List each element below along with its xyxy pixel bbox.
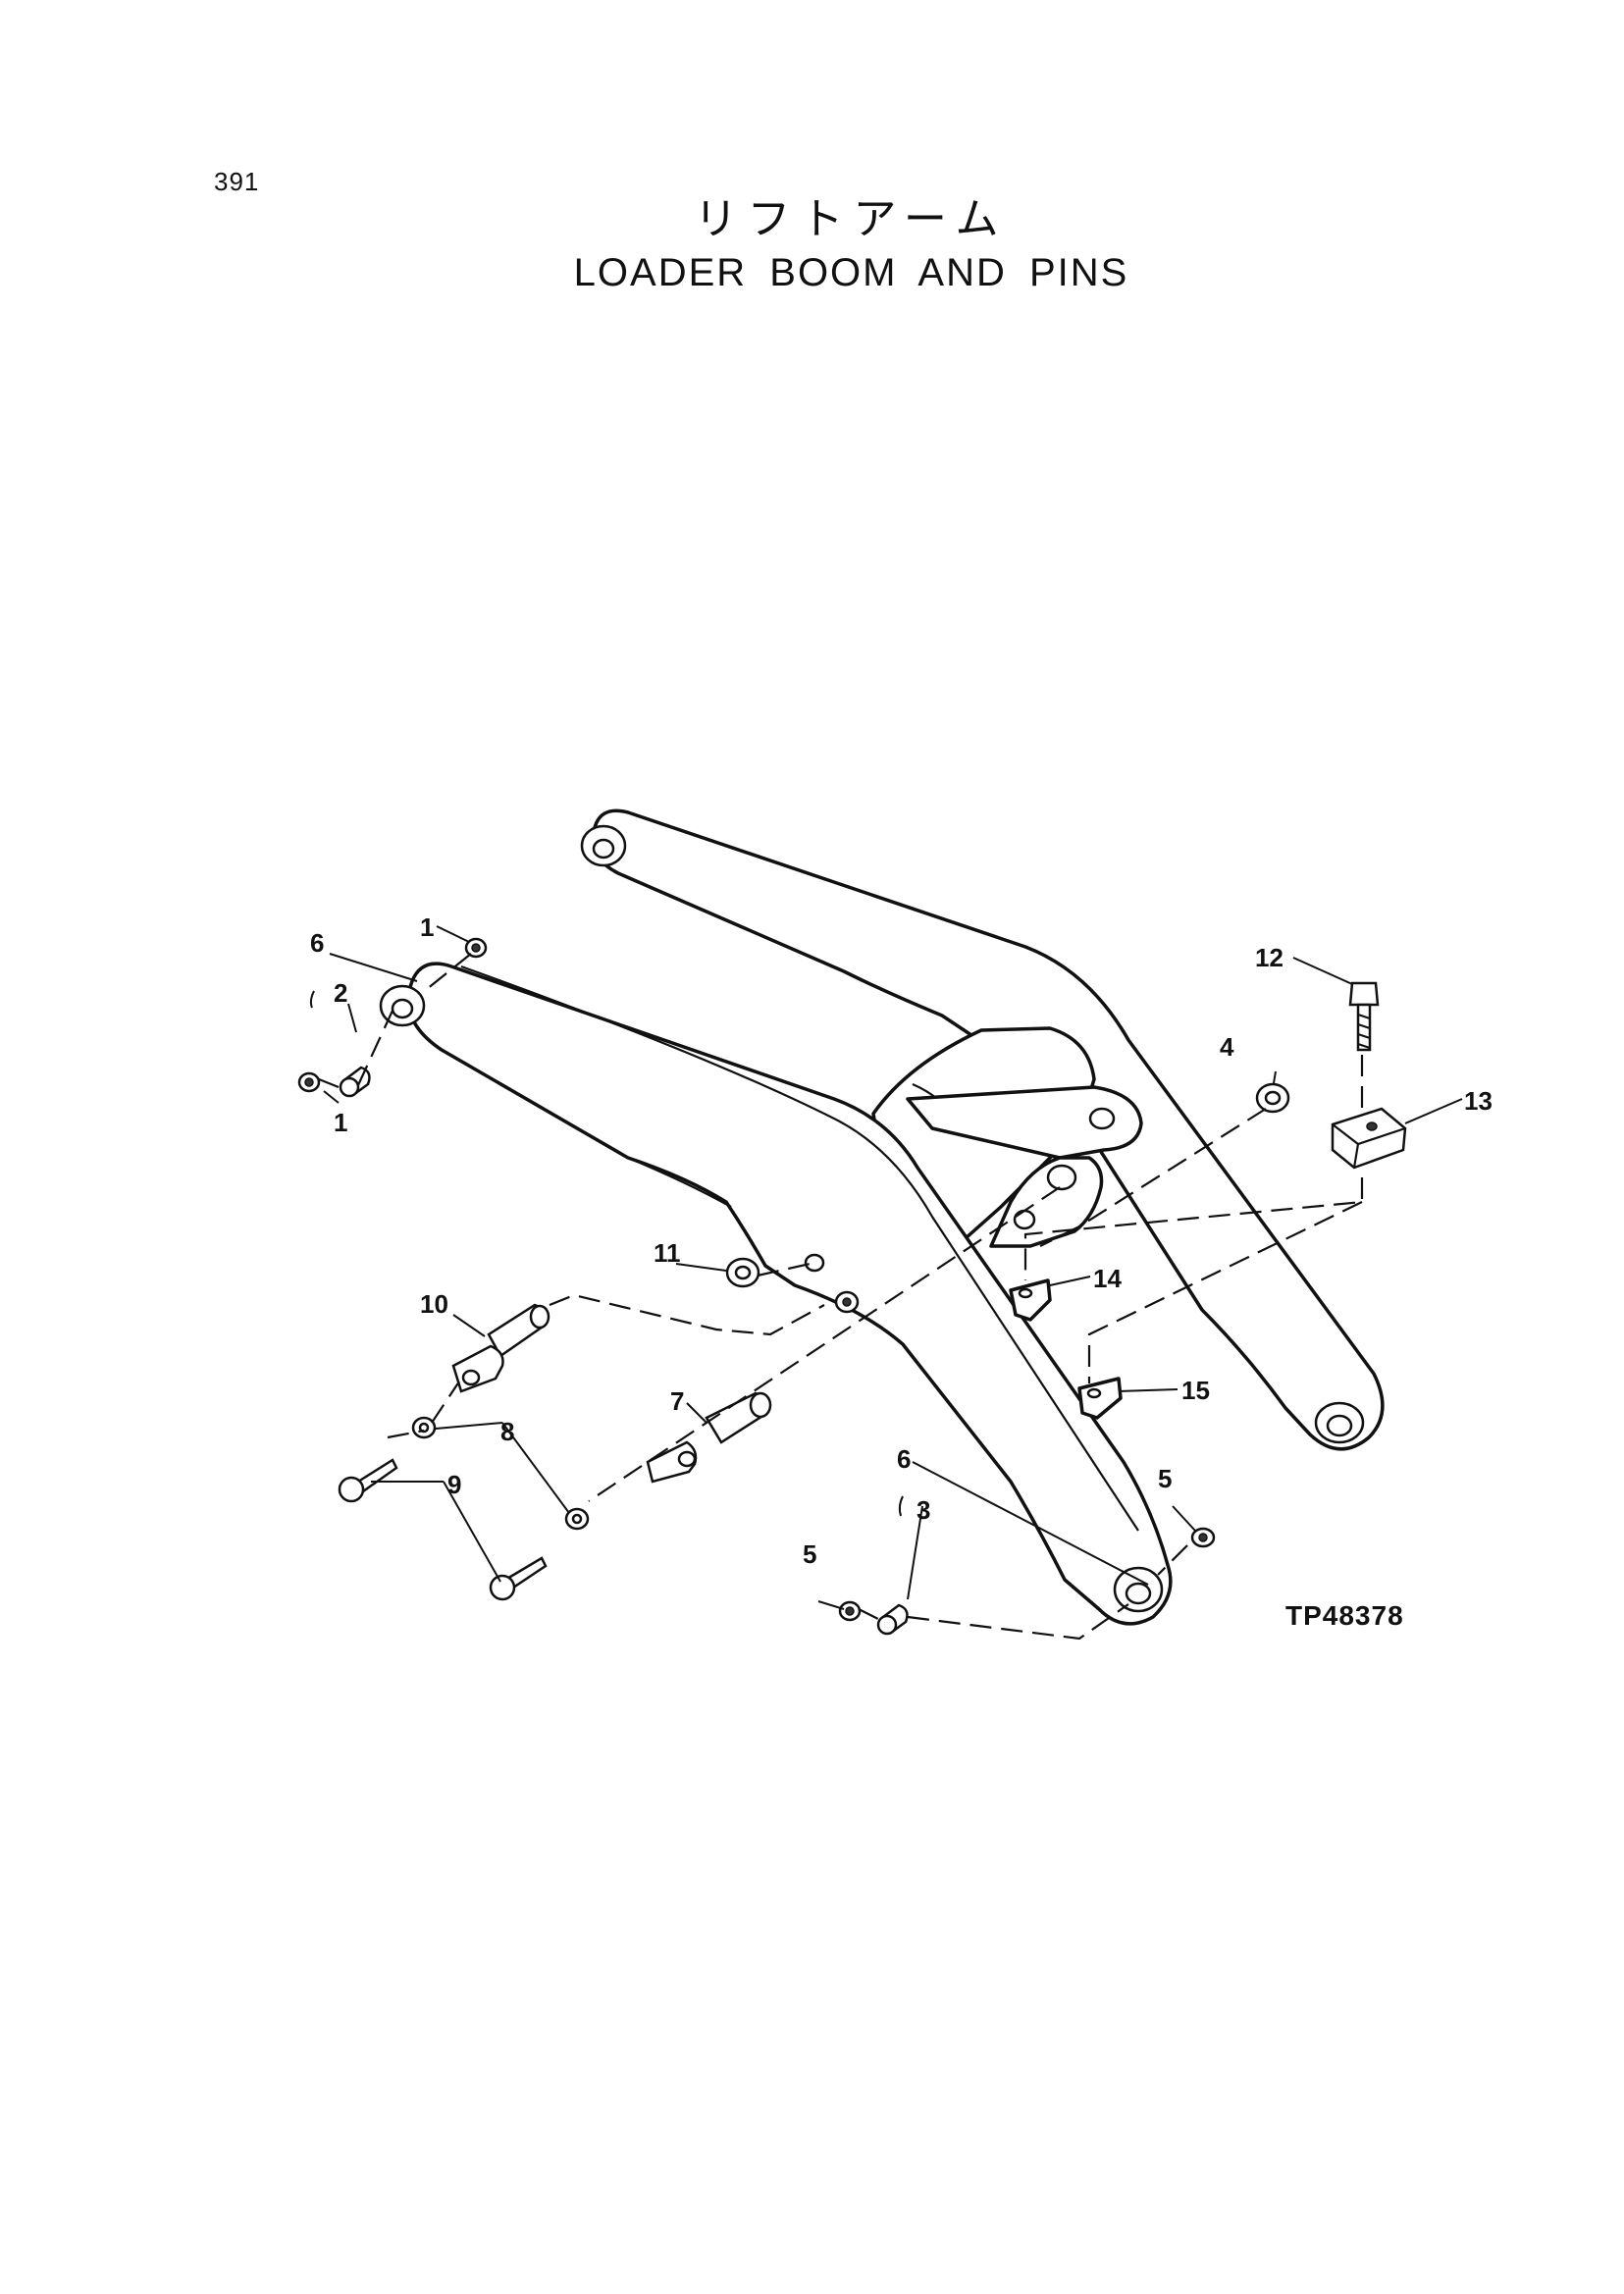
washer-4 <box>1255 1082 1290 1114</box>
callout-15: 15 <box>1181 1376 1210 1405</box>
callout-4: 4 <box>1220 1032 1234 1062</box>
callout-2: 2 <box>334 978 347 1008</box>
callout-8: 8 <box>500 1417 514 1446</box>
page-number: 391 <box>214 167 260 196</box>
loose-parts <box>297 937 1407 1636</box>
leader-lines <box>309 925 1463 1610</box>
callout-10: 10 <box>420 1289 448 1319</box>
callout-5-left: 5 <box>803 1539 816 1569</box>
callout-1-upper: 1 <box>420 912 434 942</box>
nut-1-lower <box>297 1071 321 1093</box>
nut-11 <box>834 1290 860 1314</box>
callout-6-lower: 6 <box>897 1444 911 1474</box>
pin-10 <box>451 1303 550 1393</box>
pin-7 <box>646 1391 772 1484</box>
rear-boom-arm <box>591 808 1385 1451</box>
callout-1-lower: 1 <box>334 1108 347 1137</box>
callout-6-upper: 6 <box>310 928 324 958</box>
callout-14: 14 <box>1093 1264 1122 1293</box>
washer-11 <box>725 1257 760 1288</box>
callout-13: 13 <box>1464 1086 1493 1116</box>
front-boom-arm <box>406 962 1173 1626</box>
page-title: リフトアーム LOADER BOOM AND PINS <box>0 192 1624 298</box>
bolt-9-upper <box>338 1458 398 1503</box>
title-english: LOADER BOOM AND PINS <box>573 251 1129 294</box>
nut-5-left <box>838 1600 862 1622</box>
callout-labels: 1 1 2 3 4 5 5 6 6 7 8 9 10 11 12 13 14 1… <box>310 912 1493 1569</box>
bracket-14 <box>1009 1278 1052 1322</box>
figure-reference: TP48378 <box>1285 1600 1404 1631</box>
washer-8-upper <box>411 1416 437 1439</box>
callout-7: 7 <box>670 1386 684 1416</box>
bolt-12 <box>1348 981 1380 1052</box>
callout-5-right: 5 <box>1158 1464 1172 1493</box>
nut-1-upper <box>464 937 488 959</box>
loader-boom <box>379 808 1385 1626</box>
washer-8-lower <box>564 1507 590 1531</box>
callout-11: 11 <box>654 1238 681 1268</box>
callout-12: 12 <box>1255 943 1283 972</box>
block-13 <box>1331 1107 1407 1170</box>
callout-3: 3 <box>917 1495 930 1525</box>
nut-5-right <box>1190 1527 1216 1548</box>
bracket-15 <box>1077 1377 1123 1420</box>
callout-9: 9 <box>447 1470 461 1499</box>
assembly-lines <box>318 953 1364 1641</box>
bolt-9-lower <box>489 1556 548 1601</box>
bushing-3 <box>876 1603 909 1636</box>
center-lug-upper <box>906 1085 1143 1160</box>
title-japanese: リフトアーム <box>694 195 1009 243</box>
